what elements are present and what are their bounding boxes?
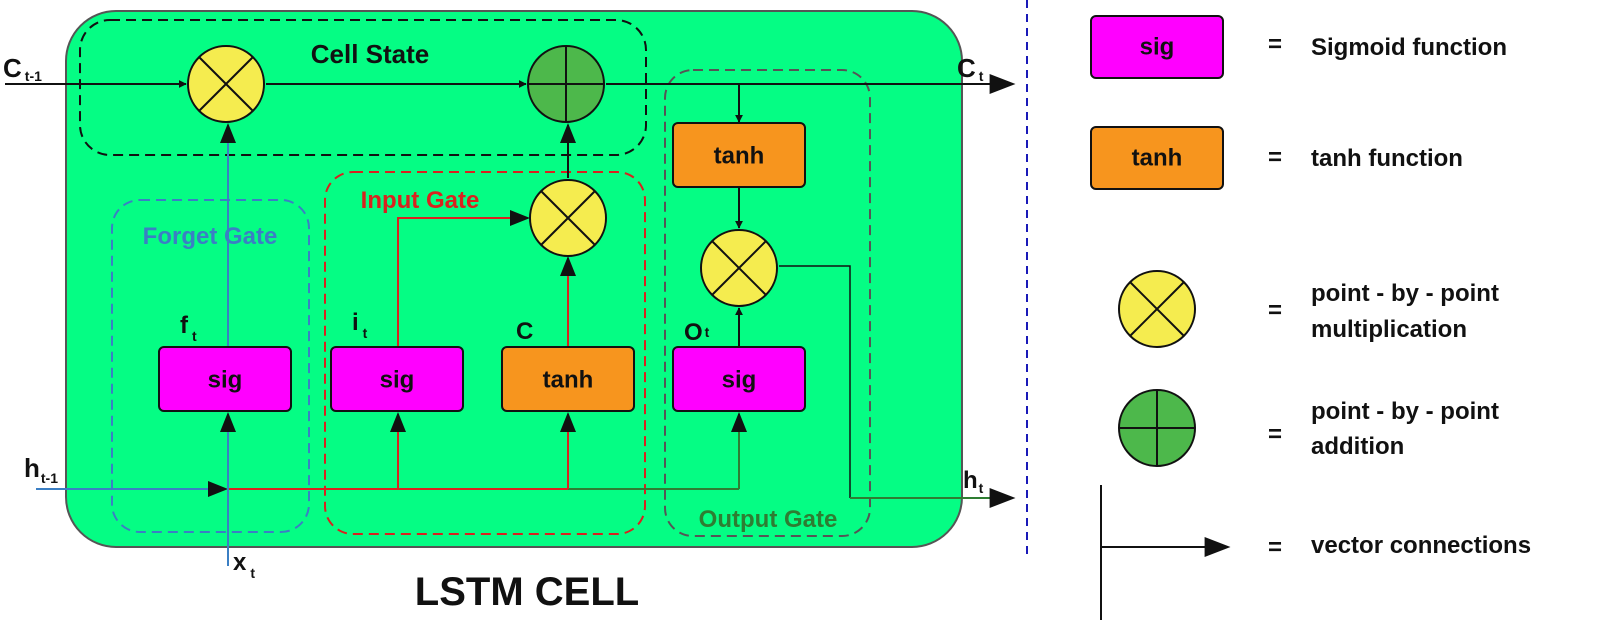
input-tanh-text: tanh [543, 367, 594, 394]
legend-multiply-equals: = [1268, 297, 1282, 324]
legend-add-description-line2: addition [1311, 433, 1404, 460]
output-multiply-operator [700, 229, 778, 307]
output-tanh-text: tanh [714, 143, 765, 170]
legend-multiply-icon [1118, 270, 1196, 348]
input-tanh-box: tanh [501, 346, 635, 412]
legend-sig-description: Sigmoid function [1311, 34, 1507, 61]
legend-vector-equals: = [1268, 534, 1282, 561]
cell-add-operator [527, 45, 605, 123]
forget-sig-box: sig [158, 346, 292, 412]
input-sig-box: sig [330, 346, 464, 412]
c-tilde-label: C [516, 318, 533, 345]
legend-add-equals: = [1268, 421, 1282, 448]
input-gate-region [324, 171, 646, 535]
h-next-label: ht [963, 467, 984, 496]
hidden-output-line [779, 265, 851, 498]
legend-sig-text: sig [1140, 34, 1175, 61]
forget-gate-region [111, 199, 310, 533]
output-sig-text: sig [722, 367, 757, 394]
forget-sig-text: sig [208, 367, 243, 394]
legend-tanh-swatch: tanh [1090, 126, 1224, 190]
legend-vector-icon [1100, 485, 1231, 620]
output-gate-label: Output Gate [699, 506, 838, 533]
legend-vector-description: vector connections [1311, 532, 1531, 559]
legend-add-icon [1118, 389, 1196, 467]
output-tanh-box: tanh [672, 122, 806, 188]
cell-state-region [79, 19, 647, 156]
legend-sig-swatch: sig [1090, 15, 1224, 79]
legend-tanh-equals: = [1268, 144, 1282, 171]
input-sig-to-mult [397, 210, 530, 346]
forget-gate-label: Forget Gate [143, 223, 278, 250]
legend-tanh-description: tanh function [1311, 145, 1463, 172]
input-sig-text: sig [380, 367, 415, 394]
legend-sig-equals: = [1268, 31, 1282, 58]
h-prev-label: ht-1 [24, 453, 58, 486]
diagram-title: LSTM CELL [415, 570, 639, 614]
legend-tanh-text: tanh [1132, 145, 1183, 172]
legend-add-description-line1: point - by - point [1311, 398, 1499, 425]
cell-state-label: Cell State [311, 39, 430, 69]
legend-multiply-description-line2: multiplication [1311, 316, 1467, 343]
legend-multiply-description-line1: point - by - point [1311, 280, 1499, 307]
forget-multiply-operator [187, 45, 265, 123]
output-gate-region [664, 69, 871, 537]
input-gate-label: Input Gate [361, 187, 480, 214]
input-multiply-operator [529, 179, 607, 257]
output-sig-box: sig [672, 346, 806, 412]
